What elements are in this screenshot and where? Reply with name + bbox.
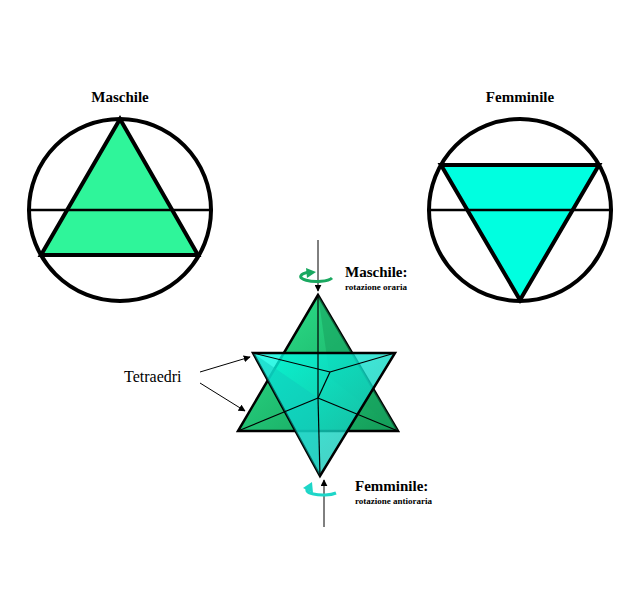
symbol-heading: Femminile — [407, 89, 633, 106]
symbol-circle: Maschile — [27, 117, 213, 303]
rotation-arrow-head — [303, 482, 313, 493]
tetrahedron-face — [253, 353, 320, 476]
leader-line — [200, 383, 245, 411]
part-label: Tetraedri — [124, 368, 182, 386]
circle-outline — [429, 119, 611, 301]
rotation-arrow — [301, 272, 332, 282]
axis-line — [318, 240, 319, 291]
horizon-line — [427, 209, 613, 212]
rotation-title: Femminile: — [355, 478, 428, 495]
symbol-heading: Maschile — [7, 89, 233, 106]
circle-outline — [29, 119, 211, 301]
inner-edges — [238, 295, 398, 476]
rotation-title: Maschile: — [345, 264, 407, 281]
rotation-arrow-head — [306, 268, 316, 278]
circle-outline — [427, 117, 613, 303]
horizon-line — [27, 209, 213, 212]
axis-line — [324, 480, 325, 527]
rotation-note: rotazione antioraria — [355, 497, 432, 507]
symbol-circle: Femminile — [427, 117, 613, 303]
tetrahedron-female — [253, 353, 395, 476]
leader-line — [200, 357, 250, 372]
circle-outline — [27, 117, 213, 303]
rotation-note: rotazione oraria — [345, 283, 407, 293]
